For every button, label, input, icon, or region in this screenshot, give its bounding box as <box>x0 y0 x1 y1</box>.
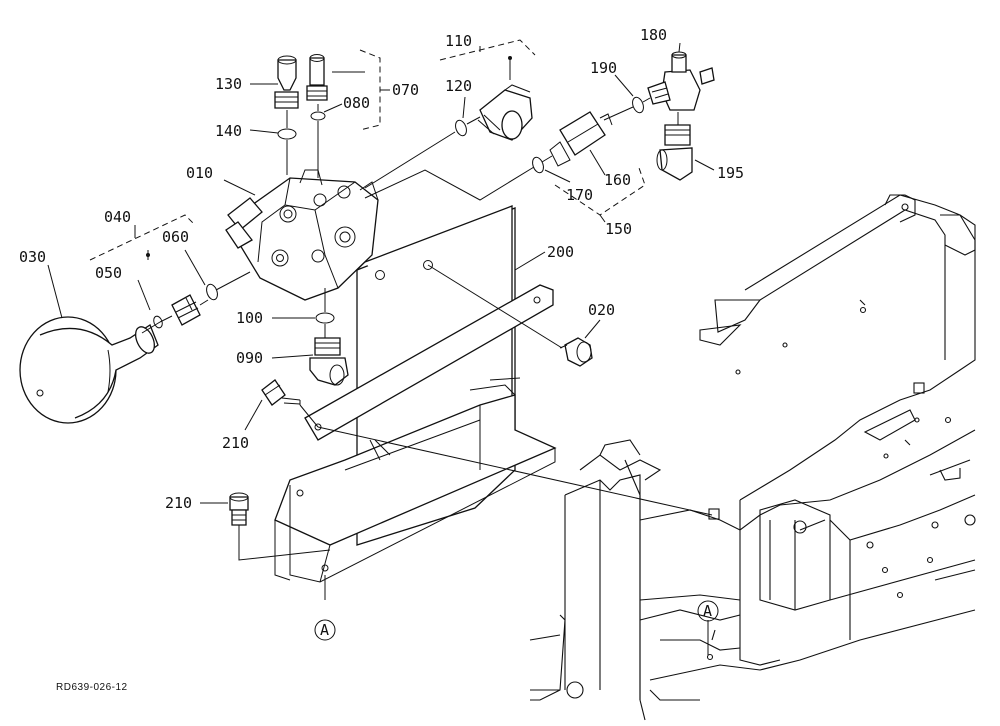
oring-080 <box>310 111 326 121</box>
callout-labels: 130 140 080 070 010 040 060 050 030 110 … <box>19 26 744 512</box>
callout-060: 060 <box>162 228 189 246</box>
callout-090: 090 <box>236 349 263 367</box>
callout-120: 120 <box>445 77 472 95</box>
oring-190 <box>632 96 644 114</box>
callout-140: 140 <box>215 122 242 140</box>
callout-160: 160 <box>604 171 631 189</box>
callout-050: 050 <box>95 264 122 282</box>
callout-020: 020 <box>588 301 615 319</box>
oring-100 <box>315 312 335 324</box>
fitting-130 <box>274 55 299 109</box>
adapter-060 <box>171 294 201 326</box>
view-marker-a-left-label: A <box>320 621 329 639</box>
drawing-id: RD639-026-12 <box>56 682 128 693</box>
view-marker-a-left: A <box>314 619 336 641</box>
oring-120 <box>455 119 467 137</box>
connector-210-lower <box>229 492 249 540</box>
callout-030: 030 <box>19 248 46 266</box>
filter-160 <box>549 111 613 167</box>
tee-180 <box>647 51 715 111</box>
view-marker-a-right-label: A <box>703 602 712 620</box>
oring-060 <box>206 283 218 301</box>
callout-170: 170 <box>566 186 593 204</box>
callout-010: 010 <box>186 164 213 182</box>
callout-190: 190 <box>590 59 617 77</box>
oring-170 <box>532 156 544 174</box>
accumulator-030 <box>19 316 159 424</box>
bolt-020 <box>559 337 593 367</box>
fitting-070 <box>306 54 328 101</box>
view-marker-a-right: A <box>697 600 719 622</box>
callout-040: 040 <box>104 208 131 226</box>
elbow-195 <box>656 124 693 181</box>
tractor-frame <box>529 194 976 721</box>
callout-180: 180 <box>640 26 667 44</box>
callout-130: 130 <box>215 75 242 93</box>
callout-070: 070 <box>392 81 419 99</box>
callout-150: 150 <box>605 220 632 238</box>
callout-leaders <box>47 39 715 504</box>
bracket-200 <box>274 205 557 583</box>
connector-210-upper <box>261 379 301 406</box>
callout-195: 195 <box>717 164 744 182</box>
callout-080: 080 <box>343 94 370 112</box>
fitting-050 <box>153 315 163 329</box>
oring-140 <box>277 128 297 140</box>
leader-lines <box>141 97 713 655</box>
callout-100: 100 <box>236 309 263 327</box>
elbow-090 <box>309 337 349 386</box>
elbow-110 <box>477 84 533 141</box>
callout-110: 110 <box>445 32 472 50</box>
valve-block-010 <box>225 169 379 301</box>
callout-210-upper: 210 <box>222 434 249 452</box>
callout-210-lower: 210 <box>165 494 192 512</box>
callout-200: 200 <box>547 243 574 261</box>
